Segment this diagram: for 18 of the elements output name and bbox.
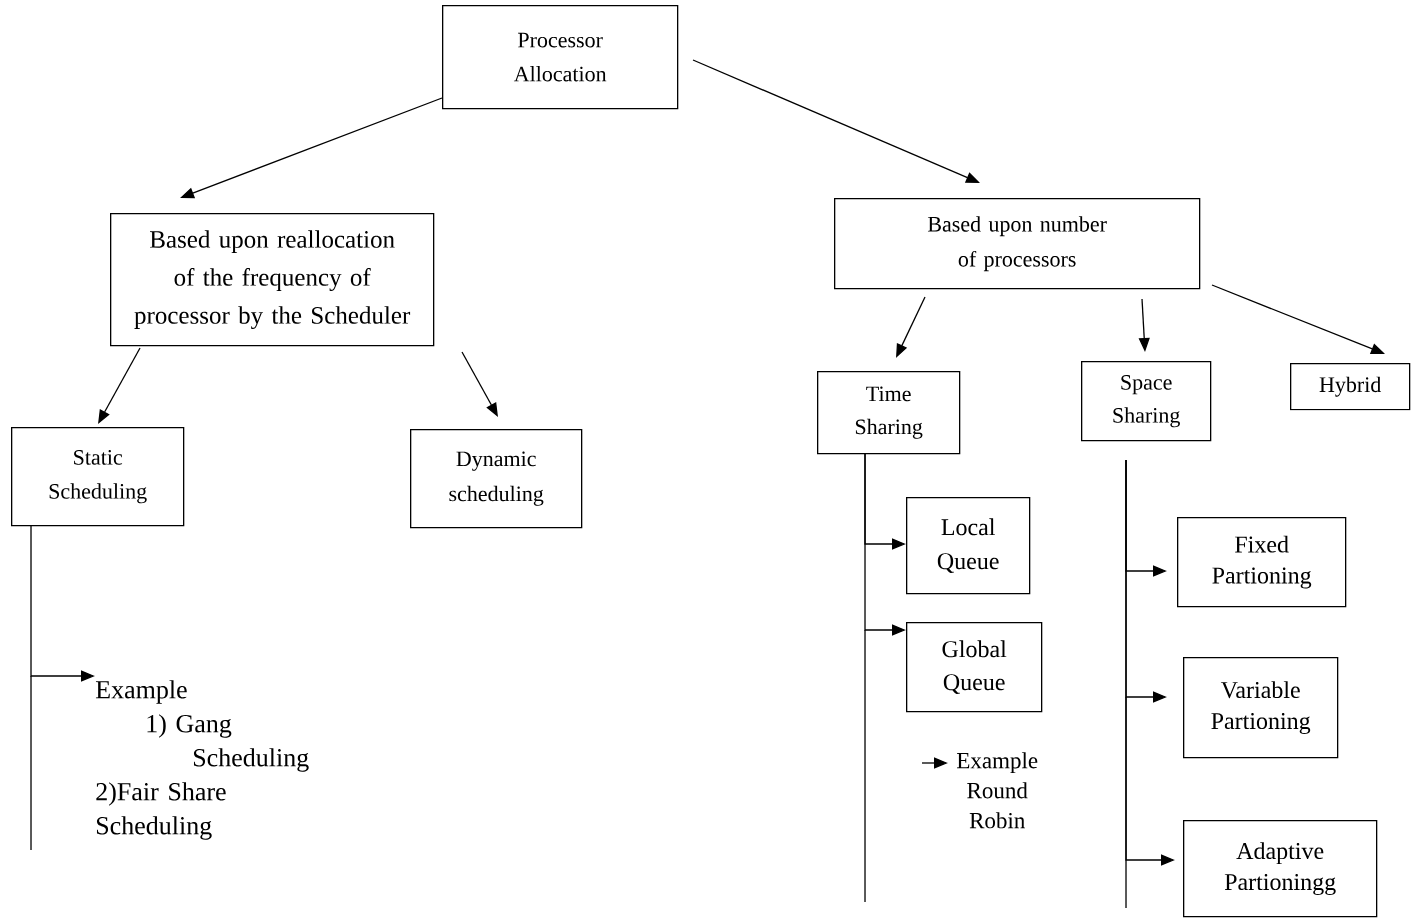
arrow [461,351,498,417]
process-box: Based upon reallocation of the frequency of processor by the Scheduler [110,213,435,347]
arrow [98,347,141,424]
process-box: Adaptive Partioningg [1183,820,1378,918]
process-box: Fixed Partioning [1177,517,1347,608]
arrow [896,296,926,358]
process-box: Time Sharing [817,371,961,455]
process-box: Variable Partioning [1183,657,1339,759]
process-box: Dynamic scheduling [410,429,583,529]
process-box: Hybrid [1290,363,1411,411]
process-box: Based upon number of processors [834,198,1201,290]
example-text: Example 1) Gang Scheduling 2)Fair Share Scheduling [95,680,309,840]
process-box: Static Scheduling [11,427,185,527]
example-text: Example Round Robin [957,752,1038,829]
process-box: Space Sharing [1081,361,1212,442]
process-box: Processor Allocation [442,5,679,110]
process-box: Local Queue [906,497,1031,595]
process-box: Global Queue [906,622,1043,713]
